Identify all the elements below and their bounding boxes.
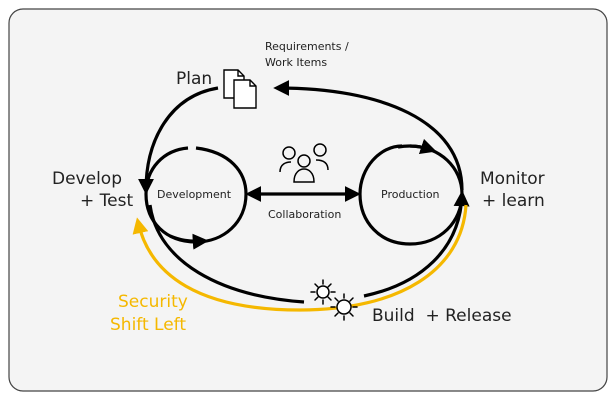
documents-icon — [223, 69, 257, 109]
people-group-icon — [279, 143, 329, 183]
test-label: + Test — [80, 191, 133, 211]
requirements-label: Requirements / — [265, 40, 349, 53]
outer-loop-left-arc — [138, 86, 219, 195]
security-label: Security — [118, 292, 188, 312]
production-loop — [358, 144, 464, 246]
development-loop-arrow — [169, 233, 209, 250]
develop-label: Develop — [52, 169, 122, 189]
security-shift-left-arc — [132, 204, 468, 312]
learn-label: + learn — [482, 191, 545, 211]
shift-left-label: Shift Left — [110, 315, 186, 335]
outer-loop-top-arc — [273, 80, 464, 191]
build-release-label: Build + Release — [372, 306, 512, 326]
gears-icon — [310, 279, 358, 321]
collaboration-label: Collaboration — [268, 208, 341, 221]
work-items-label: Work Items — [265, 56, 327, 69]
plan-label: Plan — [176, 69, 212, 89]
development-label: Development — [157, 188, 232, 201]
production-label: Production — [381, 188, 440, 201]
monitor-label: Monitor — [480, 169, 545, 189]
production-loop-arrow — [397, 138, 437, 155]
